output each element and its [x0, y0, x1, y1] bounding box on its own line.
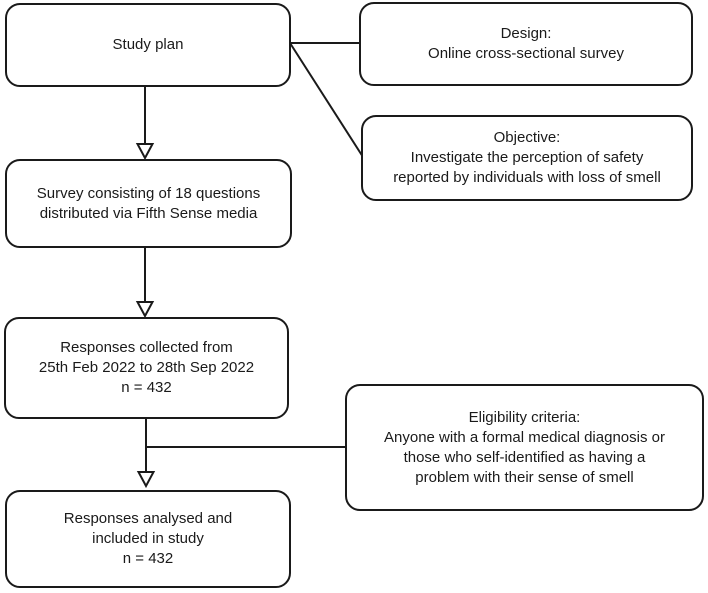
node-study-plan-text: Study plan	[112, 36, 184, 53]
node-eligibility: Eligibility criteria: Anyone with a form…	[345, 384, 704, 511]
node-responses-collected: Responses collected from 25th Feb 2022 t…	[4, 317, 289, 419]
node-responses-collected-count: n = 432	[121, 379, 172, 396]
node-eligibility-text-line3: problem with their sense of smell	[415, 468, 634, 486]
arrowhead-survey-to-collected-icon	[135, 301, 155, 319]
node-objective: Objective: Investigate the perception of…	[361, 115, 693, 201]
node-eligibility-text-line1: Anyone with a formal medical diagnosis o…	[384, 428, 665, 446]
node-eligibility-text-line2: those who self-identified as having a	[403, 448, 646, 466]
node-responses-analysed-count: n = 432	[122, 550, 174, 567]
node-objective-text-line1: Investigate the perception of safety	[410, 149, 644, 166]
node-responses-collected-text-line2: 25th Feb 2022 to 28th Sep 2022	[38, 359, 255, 376]
node-responses-analysed-text-line1: Responses analysed and	[63, 510, 233, 527]
arrowhead-collected-to-analysed-icon	[136, 471, 156, 489]
node-study-plan: Study plan	[5, 3, 291, 87]
node-design: Design: Online cross-sectional survey	[359, 2, 693, 86]
node-survey: Survey consisting of 18 questions distri…	[5, 159, 292, 248]
connector-study-to-objective-line	[289, 42, 364, 158]
arrowhead-study-to-survey-icon	[135, 143, 155, 161]
node-design-text: Online cross-sectional survey	[428, 45, 624, 62]
node-design-heading: Design:	[500, 25, 552, 42]
node-responses-collected-text-line1: Responses collected from	[60, 339, 233, 356]
node-responses-analysed-text-line2: included in study	[92, 530, 204, 547]
node-survey-text-line1: Survey consisting of 18 questions	[36, 184, 261, 202]
node-objective-heading: Objective:	[493, 129, 561, 146]
node-eligibility-heading: Eligibility criteria:	[468, 408, 581, 426]
node-survey-text-line2: distributed via Fifth Sense media	[39, 204, 258, 222]
node-responses-analysed: Responses analysed and included in study…	[5, 490, 291, 588]
node-objective-text-line2: reported by individuals with loss of sme…	[393, 169, 661, 186]
